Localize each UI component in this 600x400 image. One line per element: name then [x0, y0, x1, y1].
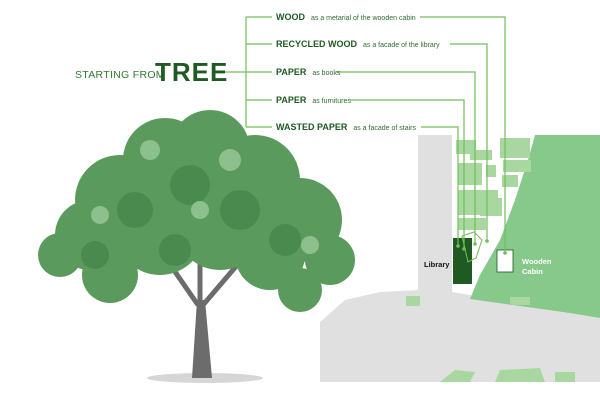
item-description: as a metarial of the wooden cabin [311, 15, 416, 22]
item-description: as books [312, 70, 341, 77]
item-paper-books: PAPER as books [276, 67, 340, 77]
item-keyword: WASTED PAPER [276, 122, 348, 132]
item-wasted-paper: WASTED PAPER as a facade of stairs [276, 122, 416, 132]
item-description: as furnitures [312, 98, 351, 105]
item-keyword: PAPER [276, 95, 307, 105]
title-prefix: STARTING FROM [75, 69, 165, 81]
library-facade-outline [461, 231, 483, 263]
library-building [453, 238, 472, 284]
library-label: Library [424, 260, 450, 269]
item-description: as a facade of the library [363, 42, 440, 49]
item-paper-furnitures: PAPER as furnitures [276, 95, 351, 105]
map-road [320, 135, 600, 382]
connector-endpoints [456, 239, 507, 255]
item-recycled-wood: RECYCLED WOOD as a facade of the library [276, 39, 440, 49]
item-keyword: WOOD [276, 12, 305, 22]
item-keyword: PAPER [276, 67, 307, 77]
item-wood: WOOD as a metarial of the wooden cabin [276, 12, 416, 22]
title-main: TREE [155, 57, 229, 87]
tree-illustration [38, 110, 355, 383]
item-description: as a facade of stairs [353, 125, 416, 132]
item-keyword: RECYCLED WOOD [276, 39, 357, 49]
site-map [320, 135, 600, 382]
cabin-label-line1: Wooden [522, 257, 552, 266]
cabin-label-line2: Cabin [522, 267, 543, 276]
connector-lines [218, 16, 506, 253]
map-buildings [406, 138, 575, 382]
map-park [470, 135, 600, 318]
